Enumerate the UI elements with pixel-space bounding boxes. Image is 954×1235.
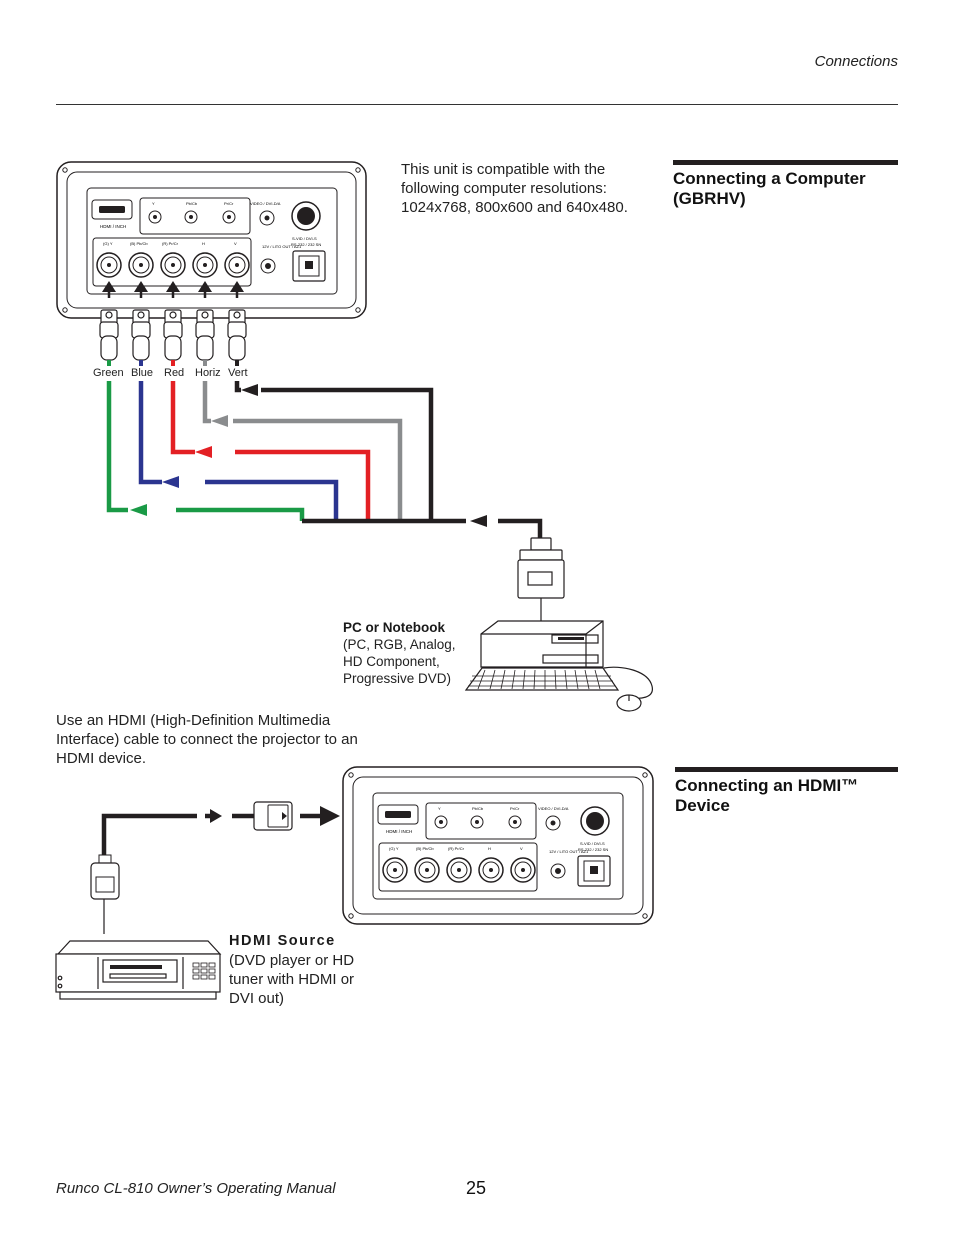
panel-rpr-label: (R) Pr/Cr <box>162 241 179 246</box>
pc-caption-title: PC or Notebook <box>343 620 446 635</box>
bnc-red-connector <box>163 309 183 361</box>
panel2-rpr-label: (R) Pr/Cr <box>448 846 465 851</box>
footer-manual-title: Runco CL-810 Owner’s Operating Manual <box>56 1180 336 1197</box>
computer-section-rule <box>673 160 898 165</box>
hdmi-source-caption: HDMI Source (DVD player or HD tuner with… <box>229 932 357 1008</box>
panel-bpb-label: (B) Pb/Cb <box>130 241 148 246</box>
panel-gy-label: (G) Y <box>103 241 113 246</box>
panel-pb-label: Pb/Cb <box>186 201 198 206</box>
panel2-gy-label: (G) Y <box>389 846 399 851</box>
dvd-player-illustration <box>55 940 222 1000</box>
hdmi-intro-text: Use an HDMI (High-Definition Multimedia … <box>56 712 358 767</box>
panel-y-label: Y <box>152 201 155 206</box>
panel2-bpb-label: (B) Pb/Cb <box>416 846 434 851</box>
panel2-h-label: H <box>488 846 491 851</box>
cable-label-blue: Blue <box>131 367 153 379</box>
panel2-video-label: VIDEO / DVI-D/A <box>538 806 569 811</box>
page-number: 25 <box>466 1178 487 1198</box>
cable-label-vert: Vert <box>228 367 248 379</box>
panel2-pr-label: Pr/Cr <box>510 806 520 811</box>
panel2-trigger-label: 12V / LITO OUT / AZ1 <box>549 849 589 854</box>
pc-illustration <box>464 620 653 712</box>
red-cable <box>170 381 371 521</box>
pc-caption: PC or Notebook (PC, RGB, Analog, HD Comp… <box>343 619 473 687</box>
hdmi-plug-connector <box>253 801 293 831</box>
panel2-pb-label: Pb/Cb <box>472 806 484 811</box>
hdmi-cable <box>90 801 340 934</box>
input-arrows <box>102 281 244 298</box>
cable-label-red: Red <box>164 367 184 379</box>
blue-cable <box>138 381 339 521</box>
header-rule <box>56 104 898 105</box>
panel-video-label: VIDEO / DVI-D/A <box>250 201 281 206</box>
panel-v-label: V <box>234 241 237 246</box>
bnc-green-connector <box>99 309 119 361</box>
panel-trigger-label: 12V / LITO OUT / AZ1 <box>262 244 302 249</box>
panel-pr-label: Pr/Cr <box>224 201 234 206</box>
vert-cable <box>234 381 434 521</box>
computer-section-title: Connecting a Computer (GBRHV) <box>673 169 866 208</box>
panel2-svideo-label: S-VID / DVI-S <box>580 841 605 846</box>
vga-trunk-cable <box>302 515 543 540</box>
computer-intro-text: This unit is compatible with the followi… <box>401 161 628 216</box>
panel-svideo-label: S-VID / DVI-S <box>292 236 317 241</box>
projector-input-panel-2: HDMI / INCH Y Pb/Cb Pr/Cr VIDEO / DVI-D/… <box>342 766 654 925</box>
bnc-connectors <box>99 309 247 361</box>
pc-caption-desc: (PC, RGB, Analog, HD Component, Progress… <box>343 637 456 686</box>
panel2-y-label: Y <box>438 806 441 811</box>
bnc-blue-connector <box>131 309 151 361</box>
vga-connector <box>517 537 565 630</box>
hdmi-plug-source <box>90 862 120 900</box>
panel2-hdmi-label: HDMI / INCH <box>386 829 412 834</box>
panel2-v-label: V <box>520 846 523 851</box>
cable-label-horiz: Horiz <box>195 367 221 379</box>
running-head: Connections <box>814 53 898 70</box>
green-cable <box>106 381 305 521</box>
cable-label-green: Green <box>93 367 124 379</box>
bnc-horiz-connector <box>195 309 215 361</box>
projector-input-panel: HDMI / INCH Y Pb/Cb Pr/Cr VIDEO / DVI-D/… <box>56 161 367 319</box>
hdmi-source-desc: (DVD player or HD tuner with HDMI or DVI… <box>229 952 355 1007</box>
horiz-cable <box>202 381 403 521</box>
panel-hdmi-label: HDMI / INCH <box>100 224 126 229</box>
hdmi-section-rule <box>675 767 898 772</box>
hdmi-source-title: HDMI Source <box>229 933 336 949</box>
panel-rs232-label: RS-232 / 232 SN <box>291 242 321 247</box>
hdmi-section-title: Connecting an HDMI™ Device <box>675 776 859 815</box>
panel-h-label: H <box>202 241 205 246</box>
panel2-rs232-label: RS-232 / 232 SN <box>578 847 608 852</box>
